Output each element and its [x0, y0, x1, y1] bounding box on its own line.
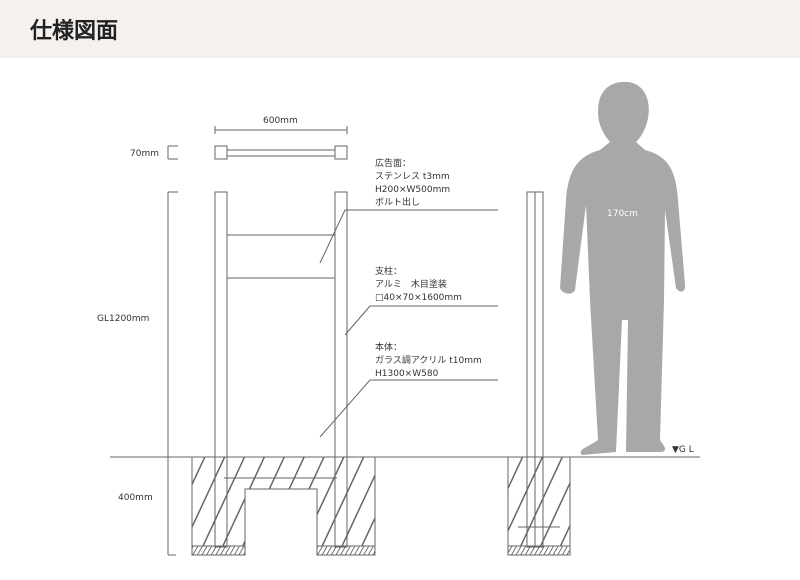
note-line: ボルト出し [375, 196, 420, 208]
dim-height-label: GL1200mm [97, 314, 149, 324]
header: 仕様図面 [0, 0, 800, 58]
note-line: ステンレス t3mm [375, 171, 450, 182]
note-line: 支柱： [375, 265, 402, 277]
front-view [110, 191, 700, 556]
ground-level-label: ▼G L [672, 445, 694, 455]
dim-width-label: 600mm [263, 116, 298, 126]
dim-thickness-label: 70mm [130, 149, 159, 159]
note-line: 本体： [375, 341, 402, 353]
side-view [507, 191, 571, 556]
page-title: 仕様図面 [30, 19, 119, 44]
note-line: ガラス調アクリル t10mm [375, 354, 482, 366]
note-line: □40×70×1600mm [375, 293, 462, 303]
note-line: 広告面： [375, 157, 411, 169]
note-panel: 広告面： ステンレス t3mm H200×W500mm ボルト出し [375, 157, 450, 208]
note-line: H200×W500mm [375, 185, 450, 195]
person-height-label: 170cm [607, 209, 638, 219]
note-body: 本体： ガラス調アクリル t10mm H1300×W580 [375, 341, 482, 379]
top-view [167, 126, 348, 160]
person-silhouette [560, 81, 686, 455]
note-post: 支柱： アルミ 木目塗装 □40×70×1600mm [375, 265, 462, 303]
note-line: H1300×W580 [375, 369, 439, 379]
dim-depth-label: 400mm [118, 493, 153, 503]
note-line: アルミ 木目塗装 [375, 278, 447, 290]
